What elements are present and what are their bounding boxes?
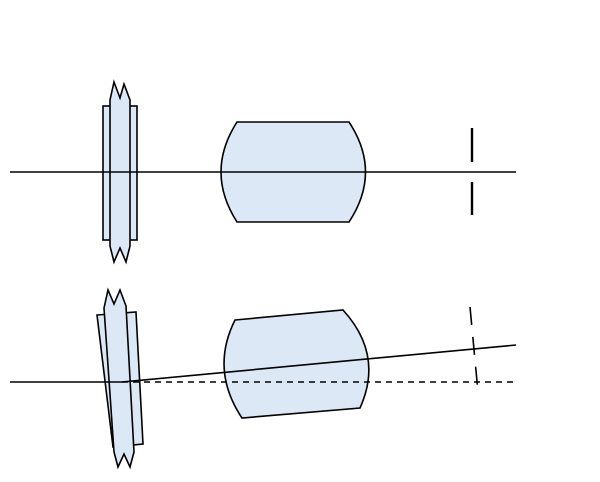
tilted-inner-plate-broken (103, 287, 135, 470)
aligned-system (10, 79, 516, 265)
tilted-image-plane-mark (469, 306, 479, 393)
deviated-ray (121, 344, 517, 383)
tilted-window-plate-group (96, 287, 144, 470)
tilted-barrel-lens (223, 309, 370, 419)
tilted-system (10, 287, 517, 470)
